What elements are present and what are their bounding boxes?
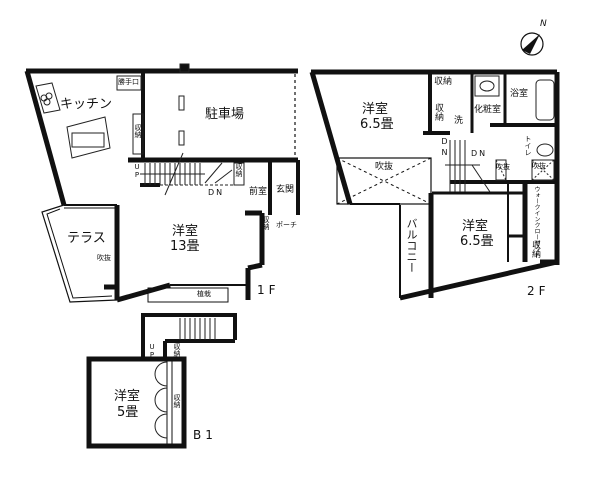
western-room-2f-a-size: 6.5畳 <box>360 117 394 132</box>
terrace-label: テラス <box>67 231 106 246</box>
storage-b1-a-label: 収納 <box>173 343 181 357</box>
western-room-b1-name: 洋室 <box>114 389 141 404</box>
front-room-label: 前室 <box>249 187 268 197</box>
storage-2f-c-label: 収納 <box>530 240 540 258</box>
floor-2f-label: 2F <box>527 284 550 298</box>
storage-2f-a-label: 収納 <box>434 77 453 87</box>
western-room-2f-b-name: 洋室 <box>462 219 489 234</box>
storage-b1-b-label: 収納 <box>173 394 181 408</box>
floor-b1-label: B1 <box>193 428 217 442</box>
stairs-1f <box>140 152 245 196</box>
back-door-label: 勝手口 <box>118 78 139 86</box>
stairs-2f <box>445 140 491 193</box>
hall-storage-label: 収納 <box>235 163 243 177</box>
balcony-label: バルコニー <box>405 218 418 273</box>
stairs-up-label: UP <box>133 163 141 179</box>
bath-fixtures <box>474 75 555 181</box>
western-room-b1-size: 5畳 <box>117 405 139 420</box>
entry-storage-label: 収納 <box>262 216 270 230</box>
western-room-13-name: 洋室 <box>172 224 199 239</box>
void-2f-b-label: 吹抜 <box>532 162 546 170</box>
parking-markers <box>178 63 190 146</box>
floor-2f-walls <box>309 69 560 301</box>
kitchen-label: キッチン <box>60 97 113 112</box>
porch-label: ポーチ <box>276 221 297 229</box>
western-room-13-size: 13畳 <box>170 239 200 254</box>
storage-2f-b-label: 収納 <box>433 103 443 121</box>
western-room-2f-b-size: 6.5畳 <box>460 234 494 249</box>
b1-closet-doors <box>154 361 168 439</box>
bath-label: 浴室 <box>510 89 529 99</box>
stairs-2f-down-1-label: DN <box>440 137 449 159</box>
parking-label: 駐車場 <box>205 107 245 122</box>
washroom-label: 化粧室 <box>474 105 502 115</box>
kitchen-fixtures <box>35 75 144 159</box>
planter-label: 植栽 <box>197 290 211 298</box>
stairs-b1 <box>179 318 216 340</box>
western-room-2f-a-name: 洋室 <box>362 102 389 117</box>
toilet-label: トイレ <box>524 135 532 156</box>
north-arrow-icon <box>520 32 544 56</box>
washer-label: 洗 <box>454 116 464 126</box>
stairs-2f-down-2-label: DN <box>471 149 488 158</box>
stairs-down-label: DN <box>208 188 225 197</box>
compass-north-label: N <box>540 19 547 29</box>
terrace-void-label: 吹抜 <box>97 254 111 262</box>
stairs-b1-up-label: UP <box>148 343 156 359</box>
floor-1f-label: 1F <box>257 283 280 297</box>
kitchen-storage-label: 収納 <box>134 124 142 138</box>
floor-1f-walls <box>24 68 300 303</box>
floor-b1-walls <box>86 313 237 449</box>
void-2f-a-label: 吹抜 <box>496 163 510 171</box>
atrium-label: 吹抜 <box>375 162 394 172</box>
entrance-label: 玄関 <box>276 185 295 195</box>
walk-in-closet-label: ウォークインクローゼット <box>533 186 540 258</box>
